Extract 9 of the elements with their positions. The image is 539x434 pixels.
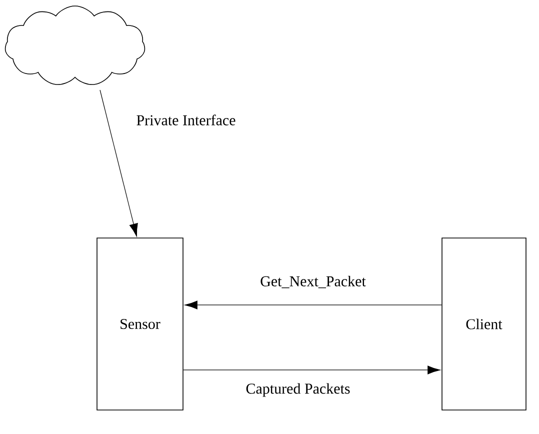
block-box: Sensor (96, 238, 184, 410)
block-box: Client (442, 238, 526, 410)
arrow (100, 90, 138, 236)
arrow (184, 300, 442, 310)
edge-label: Captured Packets (244, 382, 352, 398)
cloud-shape (4, 6, 146, 85)
arrow (183, 366, 440, 374)
edge-label: Get_Next_Packet (259, 274, 367, 290)
edge-label: Private Interface (135, 114, 237, 126)
